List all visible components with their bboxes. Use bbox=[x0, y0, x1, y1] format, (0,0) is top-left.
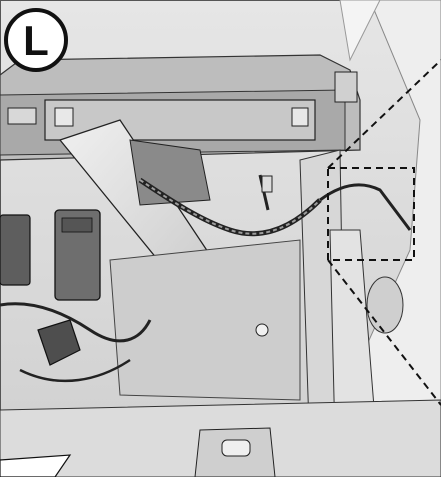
slot-clip-left bbox=[54, 107, 74, 127]
lower-housing bbox=[109, 239, 301, 401]
callout-line-top bbox=[327, 59, 441, 169]
badge-letter: L bbox=[23, 17, 49, 64]
callout-line-bottom bbox=[327, 259, 441, 406]
wire-harness-tape bbox=[139, 179, 321, 235]
relay-box bbox=[0, 214, 31, 286]
upper-trim bbox=[339, 0, 381, 62]
crossbar-bracket bbox=[334, 71, 358, 103]
control-module bbox=[54, 209, 101, 301]
wire-branch-right bbox=[319, 183, 412, 231]
corner-panel bbox=[0, 454, 72, 477]
housing-screw bbox=[255, 323, 269, 337]
slot-clip-right bbox=[291, 107, 309, 127]
bracket-boss bbox=[366, 276, 404, 334]
wire-loop-lower bbox=[19, 358, 131, 383]
wire-loop-left bbox=[0, 302, 152, 343]
badge-circle bbox=[4, 8, 68, 72]
module-connector bbox=[61, 217, 93, 233]
crossbar-vent bbox=[7, 107, 37, 125]
detail-callout-box bbox=[327, 167, 415, 261]
connector-plug bbox=[37, 319, 81, 366]
wire-clip bbox=[261, 175, 273, 193]
left-side-badge: L bbox=[4, 8, 68, 72]
duct bbox=[129, 139, 211, 206]
tab-slot bbox=[221, 439, 251, 457]
